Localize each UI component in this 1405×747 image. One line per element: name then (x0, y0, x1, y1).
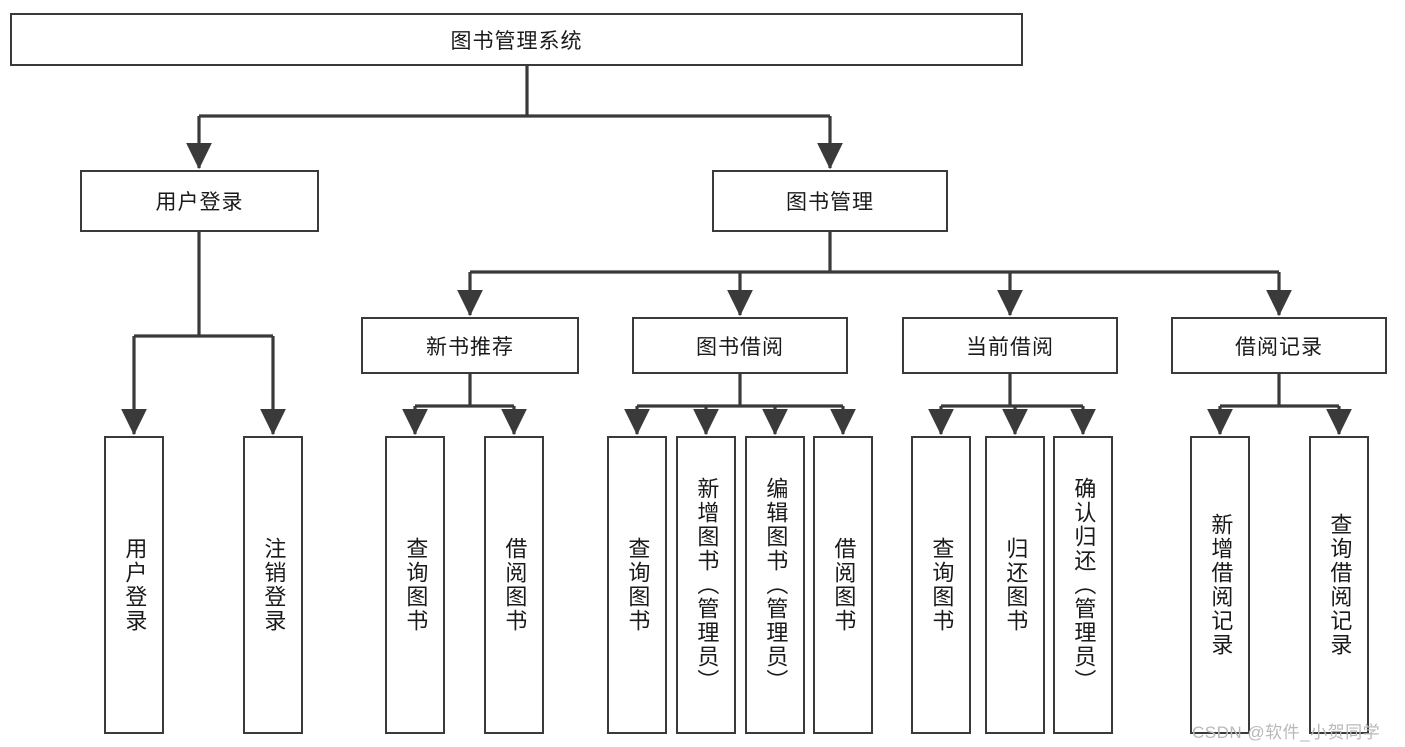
node-leaf-edit-book[interactable]: 编辑图书（管理员） (745, 436, 805, 734)
csdn-watermark: CSDN @软件_小贺同学 (1192, 723, 1381, 742)
node-leaf-query-book-3[interactable]: 查询图书 (911, 436, 971, 734)
node-leaf-confirm-return-label: 确认归还（管理员） (1071, 477, 1097, 693)
node-leaf-add-borrow-record-label: 新增借阅记录 (1208, 513, 1234, 657)
node-leaf-query-book-2-label: 查询图书 (625, 537, 651, 633)
node-leaf-borrow-book-1-label: 借阅图书 (502, 537, 528, 633)
node-leaf-borrow-book-2[interactable]: 借阅图书 (813, 436, 873, 734)
node-root-label: 图书管理系统 (450, 29, 583, 53)
node-leaf-edit-book-label: 编辑图书（管理员） (763, 477, 789, 693)
node-root[interactable]: 图书管理系统 (10, 13, 1023, 66)
node-leaf-return-book[interactable]: 归还图书 (985, 436, 1045, 734)
node-book-borrow-label: 图书借阅 (696, 335, 784, 359)
node-leaf-logout-label: 注销登录 (261, 537, 287, 633)
node-leaf-add-book-label: 新增图书（管理员） (694, 477, 720, 693)
node-book-borrow[interactable]: 图书借阅 (632, 317, 848, 374)
node-user-login-label: 用户登录 (155, 191, 244, 214)
node-leaf-query-book-3-label: 查询图书 (929, 537, 955, 633)
node-new-book-recommend-label: 新书推荐 (426, 335, 514, 359)
node-borrow-record-label: 借阅记录 (1235, 335, 1323, 359)
node-current-borrow[interactable]: 当前借阅 (902, 317, 1118, 374)
node-leaf-query-book-1-label: 查询图书 (403, 537, 429, 633)
node-leaf-logout[interactable]: 注销登录 (243, 436, 303, 734)
node-leaf-confirm-return[interactable]: 确认归还（管理员） (1053, 436, 1113, 734)
node-book-manage-label: 图书管理 (786, 191, 874, 214)
node-leaf-user-login-label: 用户登录 (122, 537, 148, 633)
node-leaf-user-login[interactable]: 用户登录 (104, 436, 164, 734)
node-borrow-record[interactable]: 借阅记录 (1171, 317, 1387, 374)
node-leaf-query-borrow-record[interactable]: 查询借阅记录 (1309, 436, 1369, 734)
node-leaf-query-borrow-record-label: 查询借阅记录 (1327, 513, 1353, 657)
node-leaf-borrow-book-2-label: 借阅图书 (831, 537, 857, 633)
node-user-login[interactable]: 用户登录 (80, 170, 319, 232)
node-leaf-query-book-2[interactable]: 查询图书 (607, 436, 667, 734)
node-current-borrow-label: 当前借阅 (966, 335, 1054, 359)
node-book-manage[interactable]: 图书管理 (712, 170, 948, 232)
node-leaf-query-book-1[interactable]: 查询图书 (385, 436, 445, 734)
node-leaf-return-book-label: 归还图书 (1003, 537, 1029, 633)
node-leaf-add-borrow-record[interactable]: 新增借阅记录 (1190, 436, 1250, 734)
node-leaf-borrow-book-1[interactable]: 借阅图书 (484, 436, 544, 734)
node-new-book-recommend[interactable]: 新书推荐 (361, 317, 579, 374)
node-leaf-add-book[interactable]: 新增图书（管理员） (676, 436, 736, 734)
